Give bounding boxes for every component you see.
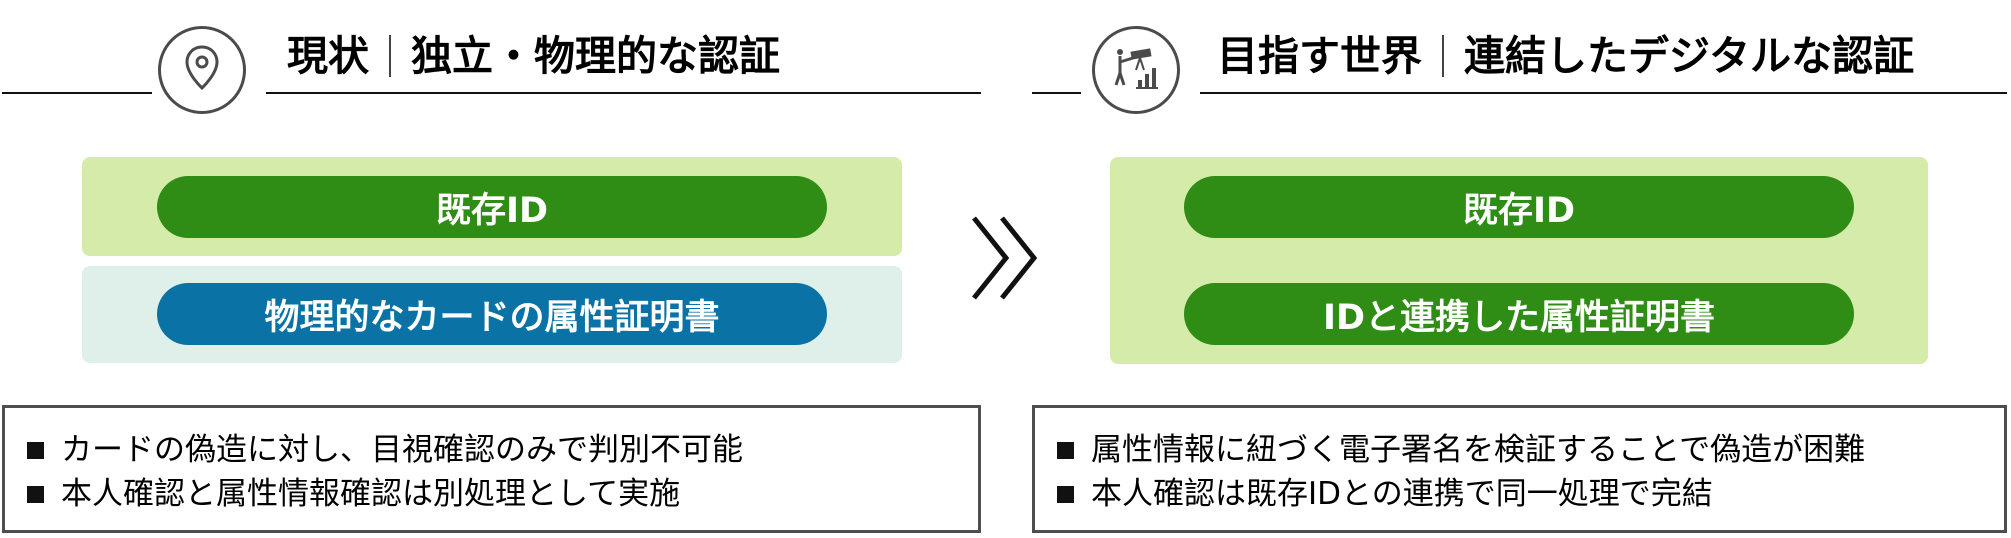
current-note-2: 本人確認と属性情報確認は別処理として実施: [61, 476, 681, 512]
current-note-1: カードの偽造に対し、目視確認のみで判別不可能: [61, 432, 743, 468]
title-separator: [1442, 35, 1444, 77]
physical-attribute-panel: 物理的なカードの属性証明書: [82, 266, 902, 363]
telescope-growth-chart-icon: [1092, 26, 1180, 114]
left-header-rule-left: [2, 92, 152, 94]
target-note-line: 本人確認は既存IDとの連携で同一処理で完結: [1057, 472, 2004, 516]
connected-id-panel: 既存ID IDと連携した属性証明書: [1110, 157, 1928, 364]
target-state-title-sub: 連結したデジタルな認証: [1464, 32, 1915, 80]
square-bullet-icon: [27, 485, 44, 503]
existing-id-pill: 既存ID: [157, 176, 827, 238]
left-header-rule-right: [266, 92, 981, 94]
title-separator: [389, 35, 391, 77]
target-note-1: 属性情報に紐づく電子署名を検証することで偽造が困難: [1091, 432, 1866, 468]
target-state-title-main: 目指す世界: [1217, 32, 1422, 80]
square-bullet-icon: [27, 441, 44, 459]
square-bullet-icon: [1057, 485, 1074, 503]
target-state-section: 目指す世界 連結したデジタルな認証 既存ID IDと連携した属性証明書 属性情報…: [1032, 0, 2011, 538]
current-state-title-main: 現状: [287, 32, 369, 80]
target-note-line: 属性情報に紐づく電子署名を検証することで偽造が困難: [1057, 428, 2004, 472]
existing-id-pill: 既存ID: [1184, 176, 1854, 238]
target-state-title: 目指す世界 連結したデジタルな認証: [1217, 28, 1914, 84]
target-note-2: 本人確認は既存IDとの連携で同一処理で完結: [1091, 476, 1713, 512]
current-state-notes: カードの偽造に対し、目視確認のみで判別不可能 本人確認と属性情報確認は別処理とし…: [2, 405, 981, 533]
id-linked-attribute-certificate-pill: IDと連携した属性証明書: [1184, 283, 1854, 345]
right-header-rule-left: [1032, 92, 1081, 94]
physical-attribute-certificate-pill: 物理的なカードの属性証明書: [157, 283, 827, 345]
current-state-title: 現状 独立・物理的な認証: [287, 28, 780, 84]
target-state-notes: 属性情報に紐づく電子署名を検証することで偽造が困難 本人確認は既存IDとの連携で…: [1032, 405, 2007, 533]
right-header-rule-right: [1200, 92, 2007, 94]
current-state-section: 現状 独立・物理的な認証 既存ID 物理的なカードの属性証明書 カードの偽造に対…: [0, 0, 985, 538]
current-note-line: カードの偽造に対し、目視確認のみで判別不可能: [27, 428, 978, 472]
current-note-line: 本人確認と属性情報確認は別処理として実施: [27, 472, 978, 516]
double-chevron-right-icon: [972, 216, 1038, 300]
existing-id-panel: 既存ID: [82, 157, 902, 256]
location-pin-icon: [158, 26, 246, 114]
square-bullet-icon: [1057, 441, 1074, 459]
current-state-title-sub: 独立・物理的な認証: [411, 32, 780, 80]
